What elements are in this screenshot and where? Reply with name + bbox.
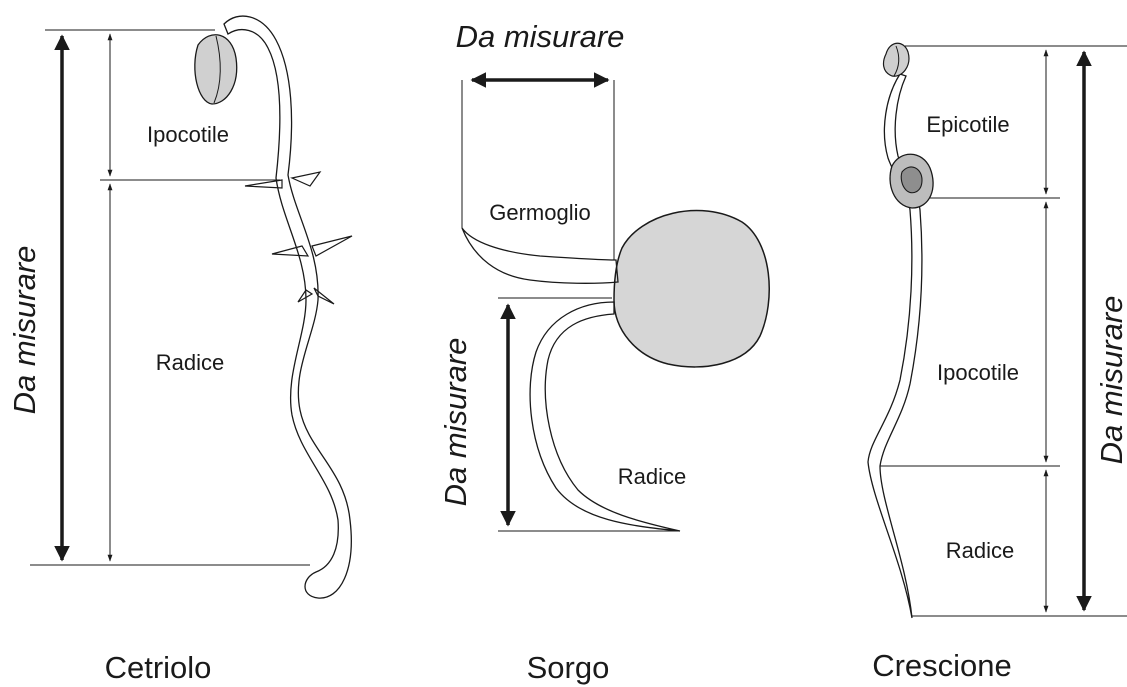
species-name: Cetriolo [105, 650, 212, 685]
measure-label-side: Da misurare [438, 338, 473, 507]
label-ipocotile: Ipocotile [937, 360, 1019, 385]
panel-sorgo: Da misurare Germoglio Radice Da misurare… [438, 19, 769, 685]
measure-label: Da misurare [1094, 296, 1127, 465]
label-radice: Radice [618, 464, 686, 489]
species-name: Sorgo [527, 650, 610, 685]
label-radice: Radice [156, 350, 224, 375]
label-germoglio: Germoglio [489, 200, 590, 225]
measure-label: Da misurare [7, 246, 42, 415]
label-radice: Radice [946, 538, 1014, 563]
label-epicotile: Epicotile [926, 112, 1009, 137]
panel-crescione: Epicotile Ipocotile Radice Da misurare C… [868, 43, 1127, 683]
cress-seedling-drawing [868, 43, 933, 618]
cucumber-seedling-drawing [195, 16, 352, 598]
measure-label-top: Da misurare [456, 19, 625, 54]
species-name: Crescione [872, 648, 1012, 683]
panel-cetriolo: Ipocotile Radice Da misurare Cetriolo [7, 16, 352, 685]
label-ipocotile: Ipocotile [147, 122, 229, 147]
